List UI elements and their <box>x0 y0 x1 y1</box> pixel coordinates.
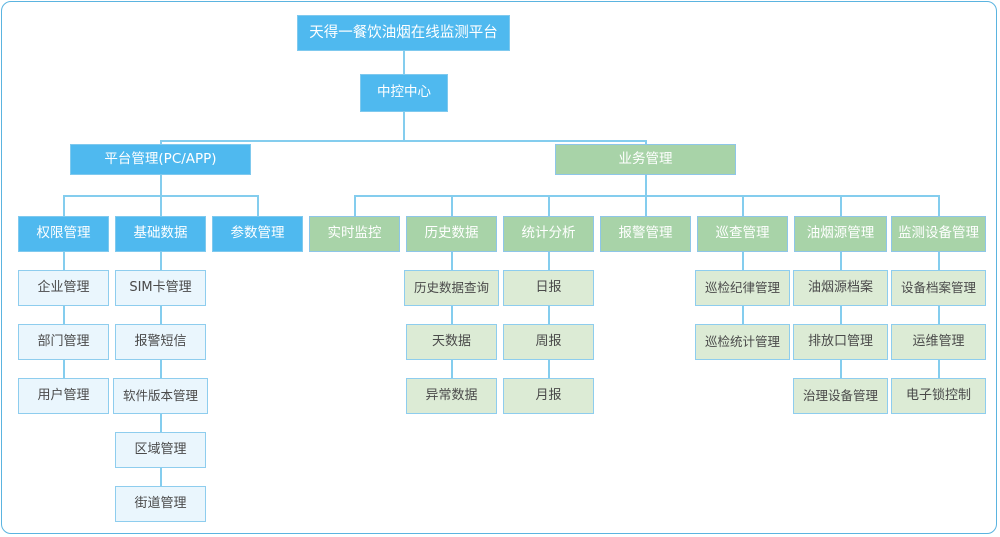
node-region-management[interactable]: 区域管理 <box>115 432 206 468</box>
node-electronic-lock-control[interactable]: 电子锁控制 <box>891 378 986 414</box>
connector-center-down <box>403 112 405 140</box>
connector-business-to-shebei <box>938 195 940 216</box>
node-abnormal-data[interactable]: 异常数据 <box>406 378 497 414</box>
node-street-management[interactable]: 街道管理 <box>115 486 206 522</box>
node-realtime-monitoring[interactable]: 实时监控 <box>309 216 400 252</box>
node-operation-maintenance-management[interactable]: 运维管理 <box>891 324 986 360</box>
connector-chain-quanxian-2 <box>63 306 65 324</box>
node-history-data[interactable]: 历史数据 <box>406 216 497 252</box>
connector-chain-lishi-3 <box>451 360 453 378</box>
node-permission-management[interactable]: 权限管理 <box>18 216 109 252</box>
node-alarm-management[interactable]: 报警管理 <box>600 216 691 252</box>
node-day-data[interactable]: 天数据 <box>406 324 497 360</box>
connector-root-to-center <box>403 51 405 74</box>
connector-platform-to-canshu <box>257 195 259 216</box>
node-parameter-management[interactable]: 参数管理 <box>212 216 303 252</box>
node-control-center[interactable]: 中控中心 <box>360 74 448 112</box>
connector-chain-jichu-4 <box>160 414 162 432</box>
node-platform-management[interactable]: 平台管理(PC/APP) <box>70 144 251 175</box>
connector-business-to-lishi <box>451 195 453 216</box>
connector-bus-to-business <box>645 140 647 145</box>
connector-chain-jichu-5 <box>160 468 162 486</box>
node-basic-data[interactable]: 基础数据 <box>115 216 206 252</box>
connector-chain-jichu-3 <box>160 360 162 378</box>
node-software-version-management[interactable]: 软件版本管理 <box>113 378 208 414</box>
connector-chain-shebei-2 <box>938 306 940 324</box>
connector-business-down <box>645 175 647 195</box>
node-root-platform[interactable]: 天得一餐饮油烟在线监测平台 <box>297 15 510 51</box>
node-inspection-management[interactable]: 巡查管理 <box>697 216 788 252</box>
node-inspection-discipline-management[interactable]: 巡检纪律管理 <box>695 270 790 306</box>
node-weekly-report[interactable]: 周报 <box>503 324 594 360</box>
connector-chain-youyan-3 <box>840 360 842 378</box>
connector-chain-lishi-2 <box>451 306 453 324</box>
node-enterprise-management[interactable]: 企业管理 <box>18 270 109 306</box>
node-monthly-report[interactable]: 月报 <box>503 378 594 414</box>
connector-chain-tongji-1 <box>548 252 550 270</box>
node-department-management[interactable]: 部门管理 <box>18 324 109 360</box>
node-sim-card-management[interactable]: SIM卡管理 <box>115 270 206 306</box>
connector-business-to-baojing <box>645 195 647 216</box>
connector-chain-quanxian-3 <box>63 360 65 378</box>
node-device-archive-management[interactable]: 设备档案管理 <box>891 270 986 306</box>
connector-chain-shebei-3 <box>938 360 940 378</box>
connector-chain-youyan-1 <box>840 252 842 270</box>
node-alarm-sms[interactable]: 报警短信 <box>115 324 206 360</box>
connector-chain-lishi-1 <box>451 252 453 270</box>
connector-bus-to-platform <box>160 140 162 145</box>
connector-chain-jichu-1 <box>160 252 162 270</box>
connector-business-to-xuncha <box>742 195 744 216</box>
connector-chain-tongji-2 <box>548 306 550 324</box>
connector-chain-tongji-3 <box>548 360 550 378</box>
node-inspection-statistics-management[interactable]: 巡检统计管理 <box>695 324 790 360</box>
connector-chain-xuncha-1 <box>742 252 744 270</box>
connector-chain-youyan-2 <box>840 306 842 324</box>
connector-platform-to-jichu <box>160 195 162 216</box>
node-statistical-analysis[interactable]: 统计分析 <box>503 216 594 252</box>
node-fume-source-management[interactable]: 油烟源管理 <box>794 216 887 252</box>
connector-chain-jichu-2 <box>160 306 162 324</box>
connector-chain-shebei-1 <box>938 252 940 270</box>
connector-platform-down <box>160 175 162 195</box>
connector-business-to-youyan <box>840 195 842 216</box>
connector-platform-to-quanxian <box>63 195 65 216</box>
node-daily-report[interactable]: 日报 <box>503 270 594 306</box>
connector-business-to-shishi <box>354 195 356 216</box>
node-business-management[interactable]: 业务管理 <box>555 144 736 175</box>
node-history-data-query[interactable]: 历史数据查询 <box>404 270 499 306</box>
connector-chain-xuncha-2 <box>742 306 744 324</box>
connector-business-to-tongji <box>548 195 550 216</box>
node-discharge-outlet-management[interactable]: 排放口管理 <box>793 324 888 360</box>
node-monitoring-device-management[interactable]: 监测设备管理 <box>891 216 986 252</box>
node-user-management[interactable]: 用户管理 <box>18 378 109 414</box>
connector-chain-quanxian-1 <box>63 252 65 270</box>
connector-level2-bus <box>160 140 646 142</box>
node-fume-source-archive[interactable]: 油烟源档案 <box>793 270 888 306</box>
node-treatment-device-management[interactable]: 治理设备管理 <box>793 378 888 414</box>
